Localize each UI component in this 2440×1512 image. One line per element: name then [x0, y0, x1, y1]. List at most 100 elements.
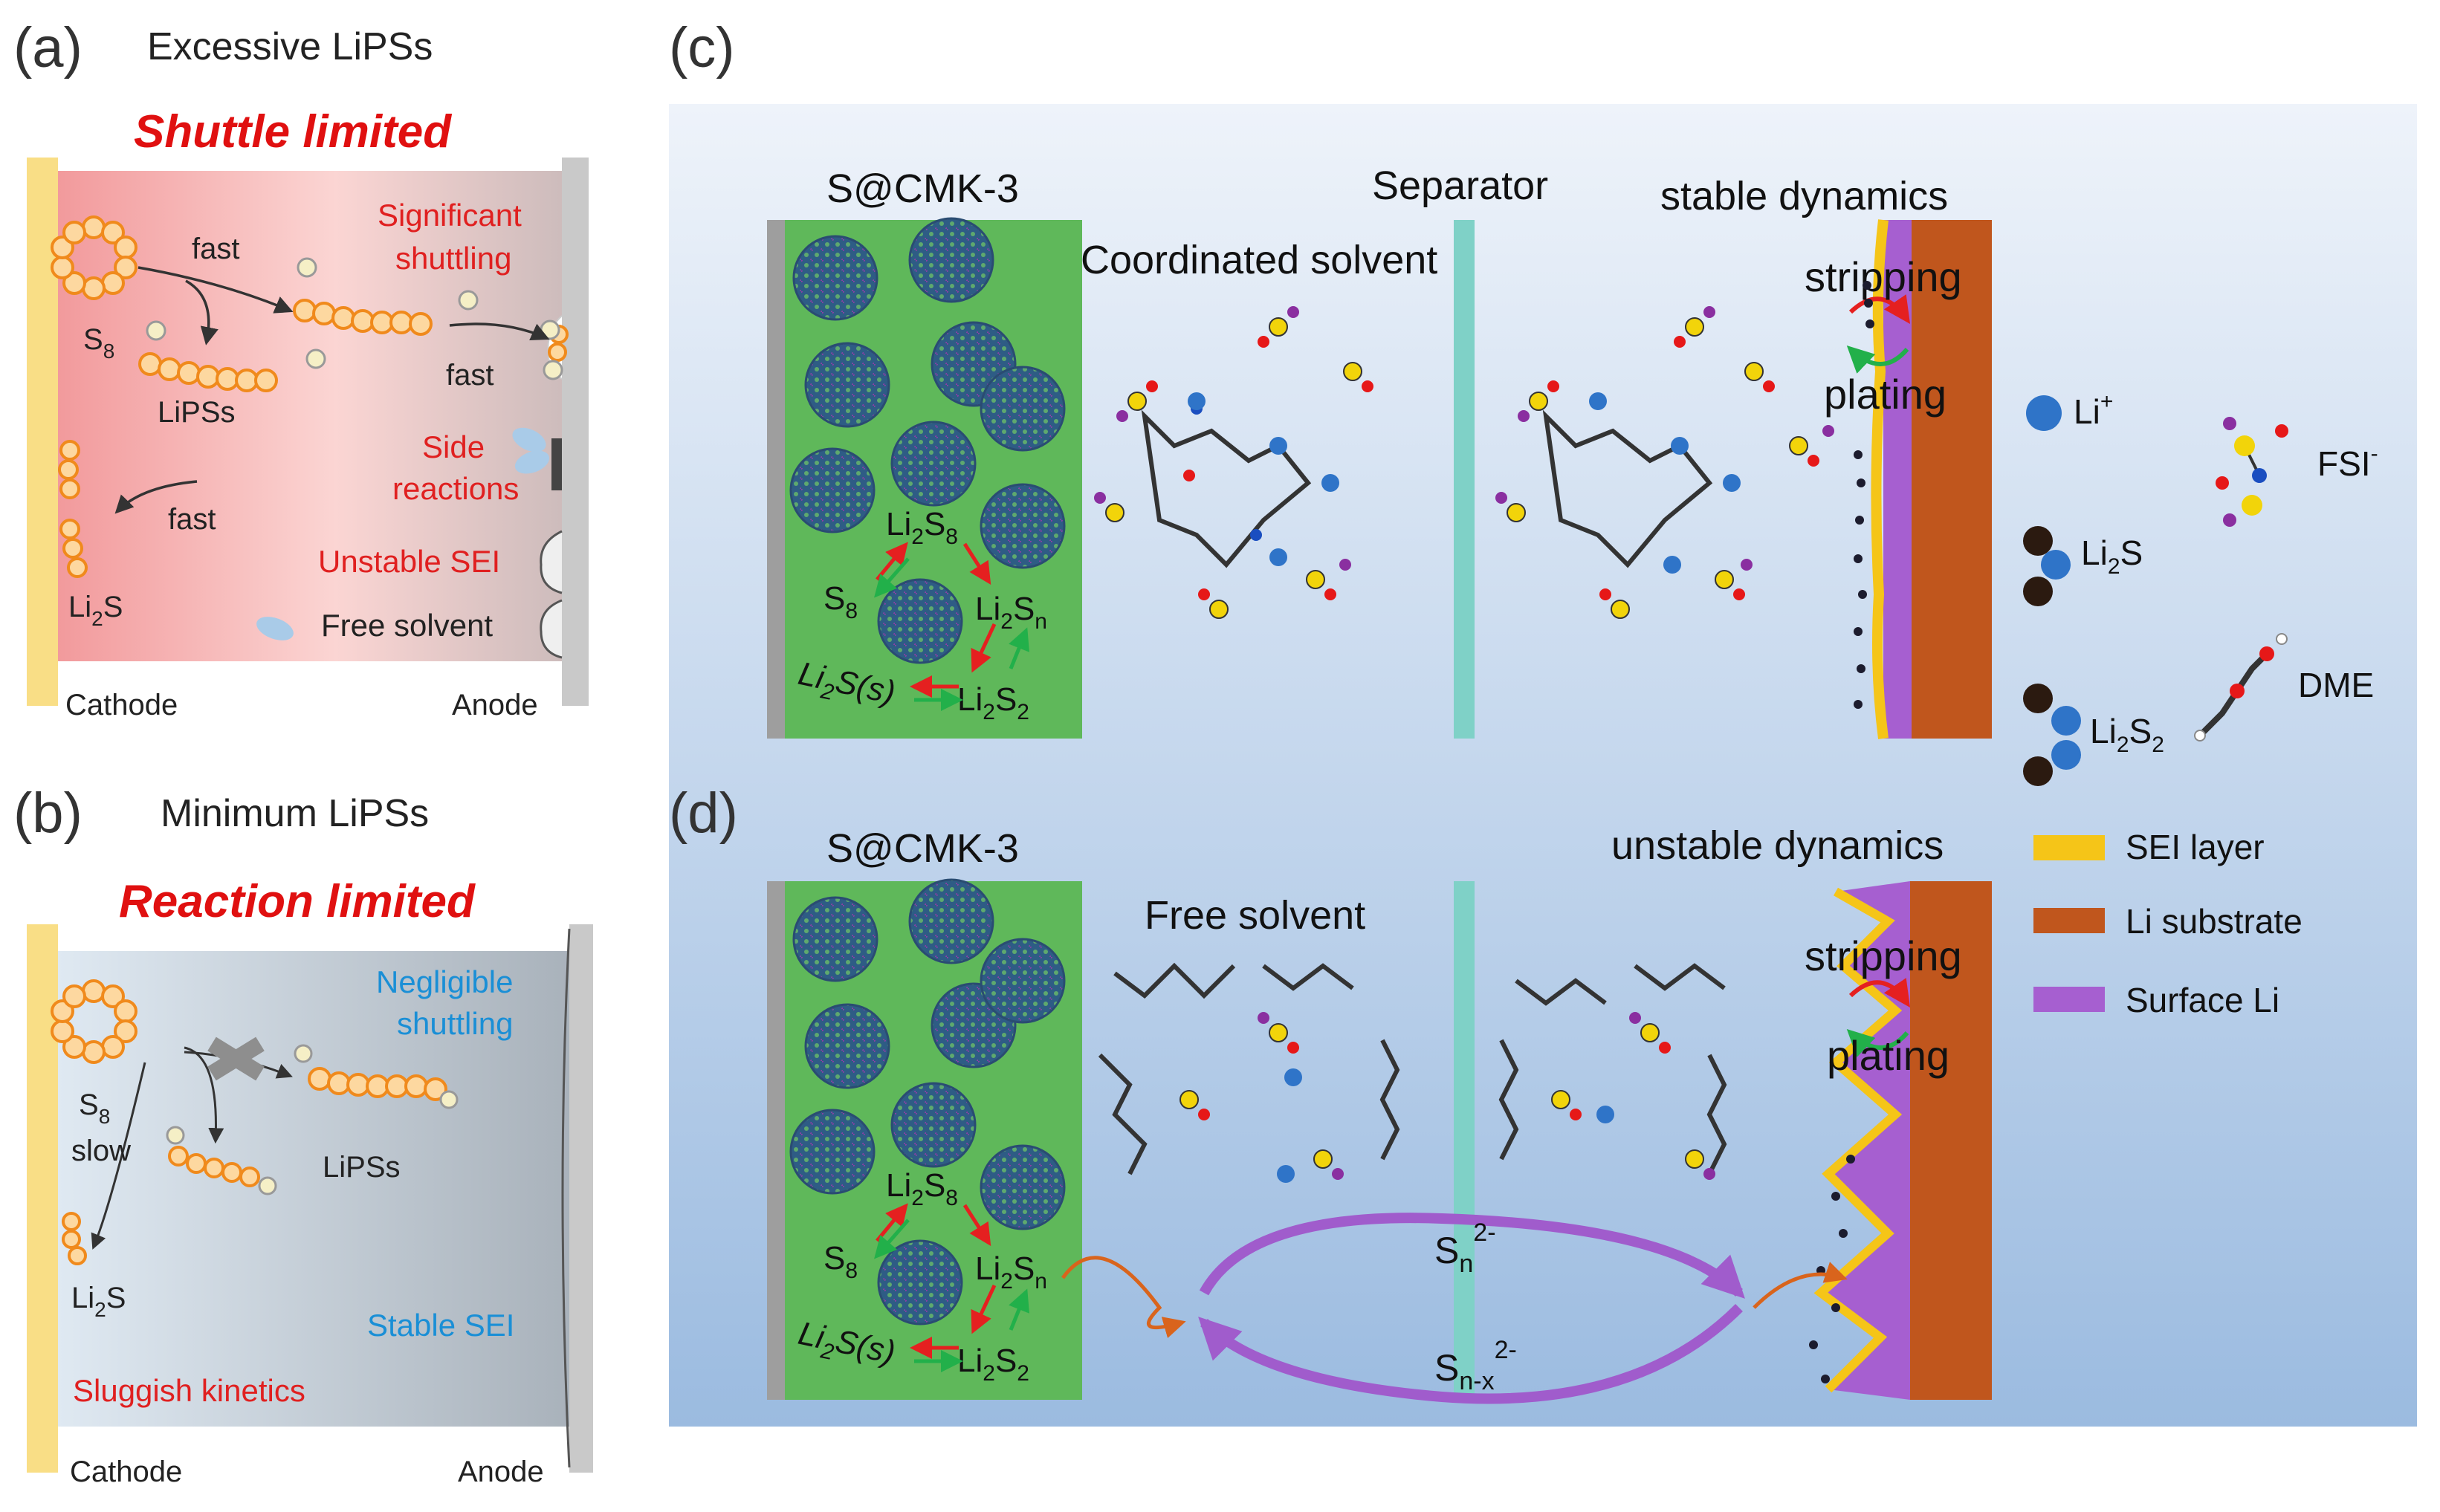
panel-d-snx-label: Sn-x2- — [1434, 1336, 1517, 1395]
panel-c-solvated-cluster-left — [1094, 306, 1373, 619]
legend-li2s: Li2S — [2081, 533, 2143, 579]
panel-a-free-solvent: Free solvent — [321, 608, 493, 643]
rxn-d-li2s2: Li2S2 — [957, 1343, 1029, 1386]
panel-d-free-dme — [1098, 962, 1727, 1175]
panel-b-negligible: Negligible — [376, 964, 513, 999]
panel-a-fast-2: fast — [446, 359, 493, 392]
legend-surface-li: Surface Li — [2126, 981, 2279, 1019]
panel-a-free-solvent-ellipses — [256, 427, 550, 640]
panel-a-sei-bumps — [540, 530, 563, 659]
panel-c: S@CMK-3 Separator stable dynamics Coordi… — [767, 163, 1992, 739]
panel-b-free-particles — [166, 1044, 459, 1195]
panel-b-li2s-label: Li2S — [71, 1282, 126, 1321]
panel-b-title: Reaction limited — [119, 876, 476, 927]
panel-d-fsi-anions — [1179, 1012, 1715, 1183]
panel-c-solvated-cluster-right — [1495, 306, 1834, 619]
panel-a-letter: (a) — [13, 16, 82, 80]
panels-cd: (c) S@CMK-3 Separator stable dynamics Co… — [669, 16, 2417, 1427]
panel-d-separator — [1454, 881, 1475, 1400]
panel-a-lipss-chain-2 — [138, 352, 278, 392]
li2s-icon — [2023, 526, 2071, 606]
panel-a-significant: Significant — [378, 198, 522, 233]
panel-b-shuttling: shuttling — [397, 1006, 513, 1041]
rxn-c-li2sn: Li2Sn — [975, 591, 1047, 634]
panel-a-title: Shuttle limited — [134, 106, 452, 158]
panel-a-s8-label: S8 — [83, 323, 114, 363]
panel-b-stable-sei: Stable SEI — [367, 1308, 514, 1343]
fsi-icon — [2216, 417, 2288, 527]
panel-b-electrolyte — [58, 951, 569, 1427]
panel-d-cathode-label: S@CMK-3 — [826, 826, 1019, 871]
panel-a-li2s-clusters — [58, 325, 569, 578]
rxn-d-li2sn: Li2Sn — [975, 1250, 1047, 1294]
li2s2-icon — [2023, 684, 2081, 786]
panel-a-fast-3: fast — [168, 503, 216, 536]
panel-c-dynamics-label: stable dynamics — [1660, 174, 1948, 218]
panel-b-heading: Minimum LiPSs — [161, 792, 429, 835]
panel-b-s8-label: S8 — [79, 1088, 110, 1128]
panel-d-carbon-particles — [789, 878, 1066, 1326]
panel-b-s8-ring — [51, 979, 137, 1064]
panel-b-sluggish: Sluggish kinetics — [73, 1373, 305, 1408]
panel-a-side: Side — [422, 429, 485, 464]
panel-a-shuttling: shuttling — [395, 241, 511, 276]
panel-a-s8-ring — [51, 215, 137, 300]
rxn-c-li2s8: Li2S8 — [886, 506, 958, 549]
legend-sei: SEI layer — [2126, 828, 2265, 866]
panel-b: (b) Minimum LiPSs Reaction limited — [13, 782, 593, 1488]
panel-d-sn-label: Sn2- — [1434, 1219, 1496, 1278]
panel-b-lipss-chain-1 — [308, 1067, 447, 1101]
panel-b-lipss-chain-2 — [168, 1146, 260, 1187]
panel-b-li2s-cluster — [62, 1212, 87, 1265]
sei-swatch — [2033, 835, 2105, 860]
panel-d-current-collector — [767, 881, 785, 1400]
panel-b-anode-collector — [569, 924, 593, 1473]
panel-d-li-substrate — [1910, 881, 1992, 1400]
x-icon — [207, 1036, 265, 1081]
rxn-d-s8: S8 — [823, 1240, 858, 1283]
panel-a-free-particles — [146, 257, 563, 380]
li-ion-icon — [2026, 395, 2062, 431]
legend-fsi: FSI- — [2317, 441, 2378, 483]
panel-a-anode-label: Anode — [452, 689, 538, 721]
panel-c-separator — [1454, 220, 1475, 739]
panel-d-sei — [1813, 887, 1903, 1393]
panel-a-unstable-sei: Unstable SEI — [318, 544, 500, 579]
panel-a-lipss-chain-1 — [293, 299, 433, 336]
panel-b-lipss-label: LiPSs — [323, 1151, 401, 1184]
panel-a-lipss-label: LiPSs — [158, 396, 236, 429]
panel-c-stripping-plating-cycle — [1846, 294, 1911, 374]
panel-a-li2s-label: Li2S — [68, 591, 123, 630]
panel-c-deposits — [1854, 281, 1874, 709]
panel-c-stripping: stripping — [1805, 253, 1962, 300]
panel-c-li-substrate — [1910, 220, 1992, 739]
panel-a-electrolyte — [58, 171, 563, 661]
panel-c-current-collector — [767, 220, 785, 739]
panel-d-plating: plating — [1827, 1032, 1949, 1079]
panel-d-stripping-plating-cycle — [1846, 978, 1911, 1057]
rxn-c-arrows — [874, 542, 1030, 711]
panel-c-plating: plating — [1824, 371, 1947, 418]
reaction-scheme-d: Li2S8 S8 Li2Sn Li2S(s) Li2S2 — [795, 1167, 1047, 1386]
li-substrate-swatch — [2033, 908, 2105, 933]
panel-d-shuttle-loop — [1061, 1213, 1848, 1404]
rxn-d-li2s8: Li2S8 — [886, 1167, 958, 1210]
legend-li-substrate: Li substrate — [2126, 902, 2303, 941]
panel-a: (a) Excessive LiPSs Shuttle limited — [13, 16, 589, 721]
panel-a-cathode-collector — [27, 158, 58, 706]
panel-a-side-reaction-deposit — [551, 438, 562, 490]
panel-c-letter: (c) — [669, 16, 735, 80]
panel-b-letter: (b) — [13, 782, 82, 845]
legend: Li+ FSI- Li2S Li2S2 DME SEI la — [2023, 389, 2378, 1019]
rxn-d-arrows — [874, 1203, 1030, 1372]
legend-li-ion: Li+ — [2074, 389, 2113, 431]
rxn-c-s8: S8 — [823, 580, 858, 623]
panel-c-cathode-label: S@CMK-3 — [826, 166, 1019, 211]
dme-icon — [2194, 633, 2288, 742]
panel-d-solvent-label: Free solvent — [1145, 893, 1365, 938]
panel-d-letter: (d) — [669, 782, 738, 845]
panel-d-dynamics-label: unstable dynamics — [1611, 823, 1944, 868]
legend-dme: DME — [2298, 666, 2374, 704]
panel-a-heading: Excessive LiPSs — [147, 25, 433, 68]
